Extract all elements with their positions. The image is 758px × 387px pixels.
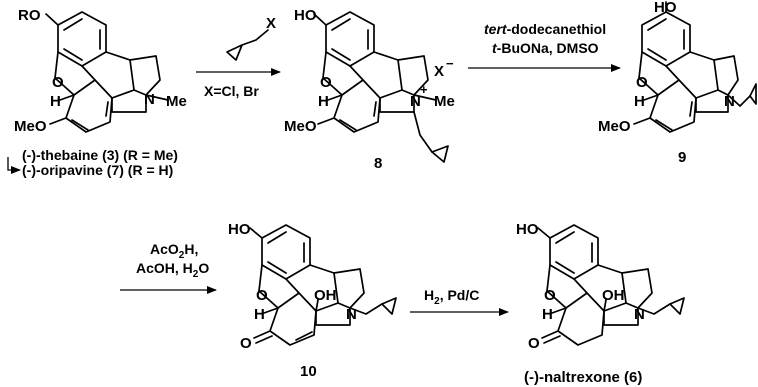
ro-label: RO [18, 7, 41, 24]
h-label: H [50, 93, 61, 110]
compound-name: (-)-naltrexone (6) [524, 369, 642, 386]
n-label: N [410, 93, 421, 110]
ether-o-label: O [636, 74, 648, 91]
ether-o-label: O [544, 287, 556, 304]
n-label: N [634, 306, 645, 323]
ether-o-label: O [52, 74, 64, 91]
step3-reagent-line2: AcOH, H2O [136, 260, 209, 280]
oh-label: OH [314, 287, 337, 304]
n-methyl-label: Me [434, 93, 455, 110]
legend-thebaine: (-)-thebaine (3) (R = Me) [22, 147, 178, 163]
ether-o-label: O [320, 74, 332, 91]
bent-arrow [7, 157, 21, 174]
compound-10-structure: HO O H OH O N 10 [228, 221, 397, 380]
n-label: N [346, 306, 357, 323]
h-label: H [542, 306, 553, 323]
thebaine-oripavine-structure: RO O H MeO N Me [14, 7, 187, 135]
h-label: H [318, 93, 329, 110]
h-label: H [634, 93, 645, 110]
step3-reagent-line1: AcO2H, [150, 241, 198, 261]
step2-reagent-line2: t-BuONa, DMSO [492, 40, 599, 56]
meo-label: MeO [284, 118, 317, 135]
counterion-label: X [434, 63, 444, 80]
keto-o-label: O [240, 335, 252, 352]
oh-label: OH [602, 287, 625, 304]
ho-label: HO [228, 221, 251, 238]
counterion-charge: − [446, 56, 454, 71]
step1-reagent-structure: X [226, 15, 276, 61]
step4-reagent: H2, Pd/C [424, 287, 479, 307]
n-label: N [144, 91, 155, 108]
compound-number: 10 [300, 363, 317, 380]
ether-o-label: O [256, 287, 268, 304]
compound-8-structure: HO O H MeO N + Me X − 8 [284, 7, 455, 172]
legend-oripavine: (-)-oripavine (7) (R = H) [22, 162, 173, 178]
ho-label: HO [294, 7, 317, 24]
step1-condition: X=Cl, Br [204, 83, 259, 99]
meo-label: MeO [14, 118, 47, 135]
step2-reagent-line1: tert-dodecanethiol [484, 21, 606, 37]
n-label: N [724, 93, 735, 110]
compound-number: 9 [678, 149, 686, 166]
n-methyl-label: Me [166, 93, 187, 110]
naltrexone-structure: HO O H OH O N (-)-naltrexone (6) [516, 221, 685, 386]
reagent-x-label: X [266, 15, 276, 32]
ho-label: HO [516, 221, 539, 238]
keto-o-label: O [528, 335, 540, 352]
meo-label: MeO [598, 118, 631, 135]
compound-9-structure: HO O H MeO N 9 [598, 0, 757, 166]
h-label: H [254, 306, 265, 323]
n-charge-label: + [420, 82, 428, 97]
compound-number: 8 [374, 155, 382, 172]
ho-label: HO [654, 0, 677, 16]
